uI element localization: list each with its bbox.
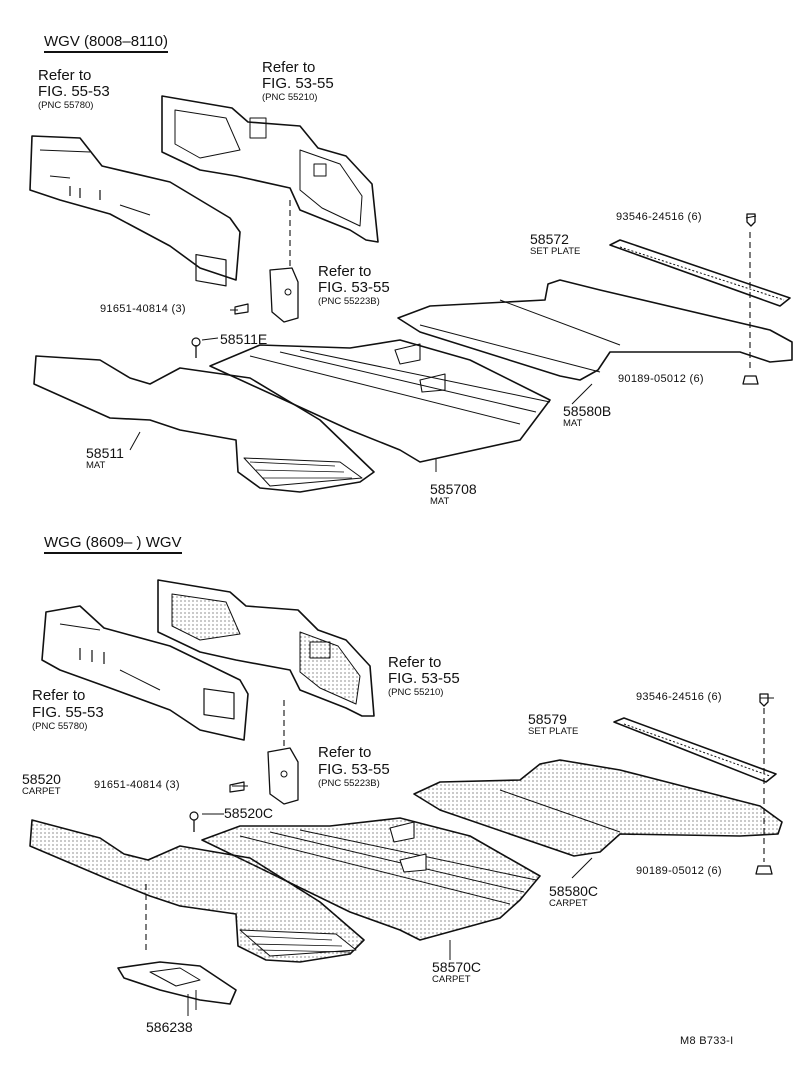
clip-b-label: 58520C — [224, 805, 274, 821]
ref-left-b-line2: FIG. 55-53 — [32, 704, 104, 721]
front-mat-a — [33, 355, 375, 493]
plate-b-pn: 58579 — [528, 711, 567, 727]
rear-mat-a-pn: 58580B — [563, 403, 612, 419]
center-mat-a — [209, 339, 551, 463]
ref-mid-b-line1: Refer to — [318, 744, 372, 761]
rear-carpet-b — [413, 759, 783, 857]
front-carpet-b — [29, 819, 365, 963]
side-panel-left-a — [29, 135, 241, 281]
screw-a-label: 93546-24516 (6) — [616, 211, 702, 223]
center-carpet-b — [201, 817, 541, 941]
rear-carpet-b-pn: 58580C — [549, 883, 599, 899]
pad-b — [117, 961, 237, 1005]
rear-carpet-b-name: CARPET — [549, 898, 588, 909]
ref-mid-a-line3: (PNC 55223B) — [318, 296, 380, 307]
ref-left-a-line1: Refer to — [38, 67, 92, 84]
side-panel-top-a — [161, 95, 379, 243]
front-carpet-b-name: CARPET — [22, 786, 61, 797]
ref-mid-a-line1: Refer to — [318, 263, 372, 280]
rear-mat-a — [397, 279, 793, 381]
ref-left-b-line1: Refer to — [32, 687, 86, 704]
pad-b-pn: 586238 — [146, 1019, 193, 1035]
front-mat-a-pn: 58511 — [86, 445, 124, 461]
ref-left-b-line3: (PNC 55780) — [32, 721, 88, 732]
ref-top-b-line3: (PNC 55210) — [388, 687, 444, 698]
ref-top-b-line1: Refer to — [388, 654, 442, 671]
center-carpet-b-name: CARPET — [432, 974, 471, 985]
ref-mid-a-line2: FIG. 53-55 — [318, 279, 390, 296]
ref-mid-b-line2: FIG. 53-55 — [318, 761, 390, 778]
ref-top-a-line2: FIG. 53-55 — [262, 75, 334, 92]
clip-a-label: 58511E — [220, 331, 268, 347]
bolt-a-label: 91651-40814 (3) — [100, 303, 186, 315]
set-plate-a — [609, 239, 791, 307]
plate-b-name: SET PLATE — [528, 726, 579, 737]
nut-a-label: 90189-05012 (6) — [618, 373, 704, 385]
section-b-header: WGG (8609– ) WGV — [44, 535, 182, 554]
screw-b-label: 93546-24516 (6) — [636, 691, 722, 703]
ref-left-a-line2: FIG. 55-53 — [38, 83, 110, 100]
figure-code: M8 B733-I — [680, 1035, 734, 1047]
front-mat-a-name: MAT — [86, 460, 106, 471]
side-panel-top-b — [157, 579, 375, 717]
ref-top-b-line2: FIG. 53-55 — [388, 670, 460, 687]
side-panel-left-b — [41, 605, 249, 741]
front-carpet-b-pn: 58520 — [22, 771, 61, 787]
center-mat-a-pn: 585708 — [430, 481, 477, 497]
section-a-header: WGV (8008–8110) — [44, 34, 168, 53]
plate-a-pn: 58572 — [530, 231, 569, 247]
rear-mat-a-name: MAT — [563, 418, 583, 429]
ref-top-a-line3: (PNC 55210) — [262, 92, 318, 103]
plate-a-name: SET PLATE — [530, 246, 581, 257]
ref-left-a-line3: (PNC 55780) — [38, 100, 94, 111]
bracket-b — [267, 747, 299, 805]
center-mat-a-name: MAT — [430, 496, 450, 507]
bracket-a — [269, 267, 299, 323]
ref-top-a-line1: Refer to — [262, 59, 316, 76]
ref-mid-b-line3: (PNC 55223B) — [318, 778, 380, 789]
nut-b-label: 90189-05012 (6) — [636, 865, 722, 877]
center-carpet-b-pn: 58570C — [432, 959, 482, 975]
bolt-b-label: 91651-40814 (3) — [94, 779, 180, 791]
set-plate-b — [613, 717, 777, 783]
